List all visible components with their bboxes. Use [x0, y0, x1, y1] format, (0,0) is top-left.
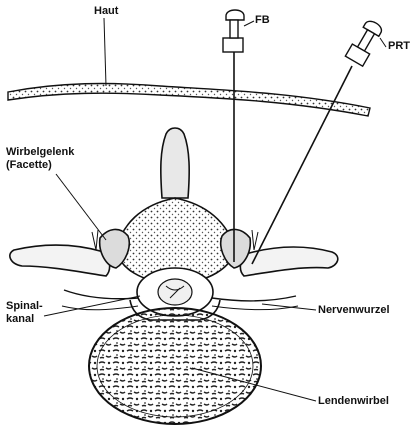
label-spinalkanal-line2: kanal	[6, 313, 35, 325]
label-wirbelgelenk: Wirbelgelenk (Facette)	[6, 146, 74, 172]
leader-fb	[243, 20, 255, 27]
leader-nervenwurzel	[261, 303, 317, 311]
leader-lines	[43, 17, 387, 402]
label-wirbelgelenk-line2: (Facette)	[6, 159, 52, 171]
label-fb: FB	[255, 14, 270, 26]
label-prt: PRT	[388, 40, 410, 52]
spinous-process	[160, 127, 190, 199]
label-lendenwirbel: Lendenwirbel	[318, 395, 389, 407]
facet-joint-left	[98, 228, 131, 269]
fb-needle	[222, 9, 245, 262]
leader-lendenwirbel	[191, 367, 317, 402]
prt-needle	[251, 20, 383, 265]
label-nervenwurzel: Nervenwurzel	[318, 304, 390, 316]
leader-spinalkanal	[43, 295, 141, 317]
label-spinalkanal-line1: Spinal-	[6, 300, 43, 312]
label-spinalkanal: Spinal- kanal	[6, 300, 43, 326]
nerve-root-left	[63, 289, 139, 300]
vertebra	[9, 127, 339, 425]
nerve-root-right	[211, 295, 297, 302]
transverse-process-left	[9, 244, 111, 277]
transverse-process-right	[239, 246, 339, 277]
spinal-cord	[157, 278, 193, 306]
label-wirbelgelenk-line1: Wirbelgelenk	[6, 146, 75, 158]
vertebral-body	[88, 307, 262, 425]
label-haut: Haut	[94, 5, 119, 17]
leader-haut	[103, 17, 107, 87]
skin-layer	[7, 82, 371, 117]
leader-prt	[379, 37, 387, 48]
leader-wirbelgelenk	[55, 173, 107, 241]
facet-joint-right	[219, 228, 252, 269]
